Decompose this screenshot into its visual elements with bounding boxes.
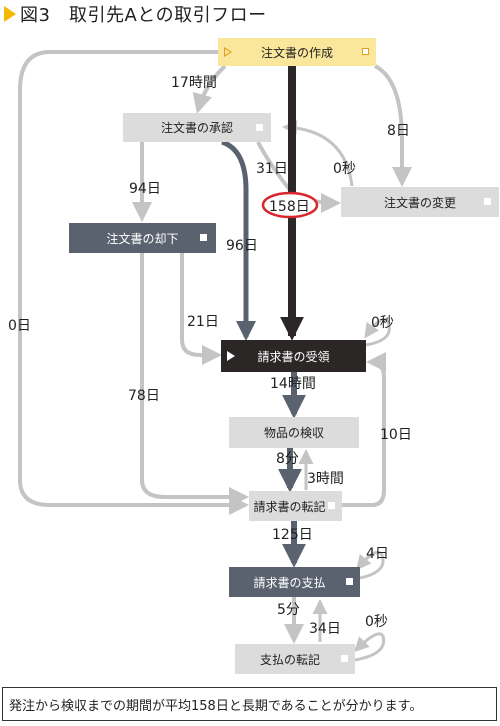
end-play-icon	[227, 351, 235, 361]
edge-create-approve	[192, 64, 227, 114]
node-order-reject-label: 注文書の却下	[106, 231, 179, 246]
label-transfer-pay: 125日	[272, 527, 313, 543]
label-approve-receive: 96日	[226, 238, 258, 254]
label-approve-reject: 94日	[129, 181, 161, 197]
title-marker-icon	[4, 6, 16, 22]
label-receive-inspect: 14時間	[270, 376, 316, 392]
node-goods-inspect-label: 物品の検収	[263, 426, 324, 440]
label-reject-receive: 21日	[187, 314, 219, 330]
highlight-ellipse	[261, 191, 319, 219]
edge-receive-self	[364, 318, 391, 347]
label-pay-paytransfer: 5分	[277, 602, 300, 618]
edge-transfer-receive	[342, 352, 387, 507]
label-create-approve: 17時間	[171, 75, 217, 91]
node-order-approve-label: 注文書の承認	[160, 121, 233, 135]
edge-reject-transfer	[140, 253, 249, 507]
label-create-transfer: 0日	[8, 318, 31, 334]
label-transfer-receive: 10日	[380, 427, 412, 443]
label-inspect-transfer: 8分	[276, 451, 299, 467]
node-square-icon	[328, 502, 335, 509]
node-square-icon	[341, 655, 348, 662]
edge-paytransfer-self	[353, 632, 386, 662]
node-square-icon	[200, 234, 207, 241]
node-square-icon	[484, 198, 491, 205]
node-order-change: 注文書の変更	[341, 187, 499, 217]
label-transfer-inspect: 3時間	[307, 471, 344, 487]
edge-create-change	[373, 64, 412, 187]
start-play-icon	[224, 47, 232, 57]
node-invoice-pay: 請求書の支払	[229, 567, 360, 597]
node-order-change-label: 注文書の変更	[383, 195, 456, 210]
edge-change-approve	[282, 120, 354, 187]
label-paytransfer-self: 0秒	[365, 614, 388, 630]
edge-approve-receive	[221, 139, 256, 341]
node-invoice-transfer: 請求書の転記	[249, 491, 342, 521]
label-approve-change: 31日	[256, 161, 288, 177]
node-order-create-label: 注文書の作成	[260, 45, 333, 60]
figure-title: 図3 取引先Aとの取引フロー	[4, 2, 267, 26]
node-invoice-receive-label: 請求書の受領	[257, 349, 330, 364]
footer-note-text: 発注から検収までの期間が平均158日と長期であることが分かります。	[9, 698, 423, 714]
label-pay-self: 4日	[366, 546, 389, 562]
label-highlight-158: 158日	[269, 199, 310, 215]
node-payment-transfer-label: 支払の転記	[259, 652, 320, 667]
node-goods-inspect: 物品の検収	[229, 417, 359, 448]
node-order-approve: 注文書の承認	[123, 113, 271, 142]
label-receive-self: 0秒	[371, 315, 394, 331]
node-invoice-transfer-label: 請求書の転記	[253, 499, 326, 514]
label-change-approve: 0秒	[333, 161, 356, 177]
node-square-icon	[362, 48, 369, 55]
node-payment-transfer: 支払の転記	[235, 644, 355, 674]
node-order-create: 注文書の作成	[218, 38, 376, 66]
node-invoice-pay-label: 請求書の支払	[253, 575, 326, 590]
node-invoice-receive: 請求書の受領	[221, 340, 366, 372]
label-reject-transfer: 78日	[128, 388, 160, 404]
edge-create-transfer	[18, 50, 249, 515]
node-order-reject: 注文書の却下	[69, 223, 216, 253]
edge-pay-self	[356, 550, 385, 580]
figure-title-text: 図3 取引先Aとの取引フロー	[20, 5, 267, 26]
node-square-icon	[256, 123, 263, 131]
footer-note: 発注から検収までの期間が平均158日と長期であることが分かります。	[2, 687, 497, 721]
node-square-icon	[346, 578, 353, 585]
edge-reject-receive	[180, 253, 222, 365]
label-create-change: 8日	[387, 123, 410, 139]
label-paytransfer-pay: 34日	[309, 621, 341, 637]
